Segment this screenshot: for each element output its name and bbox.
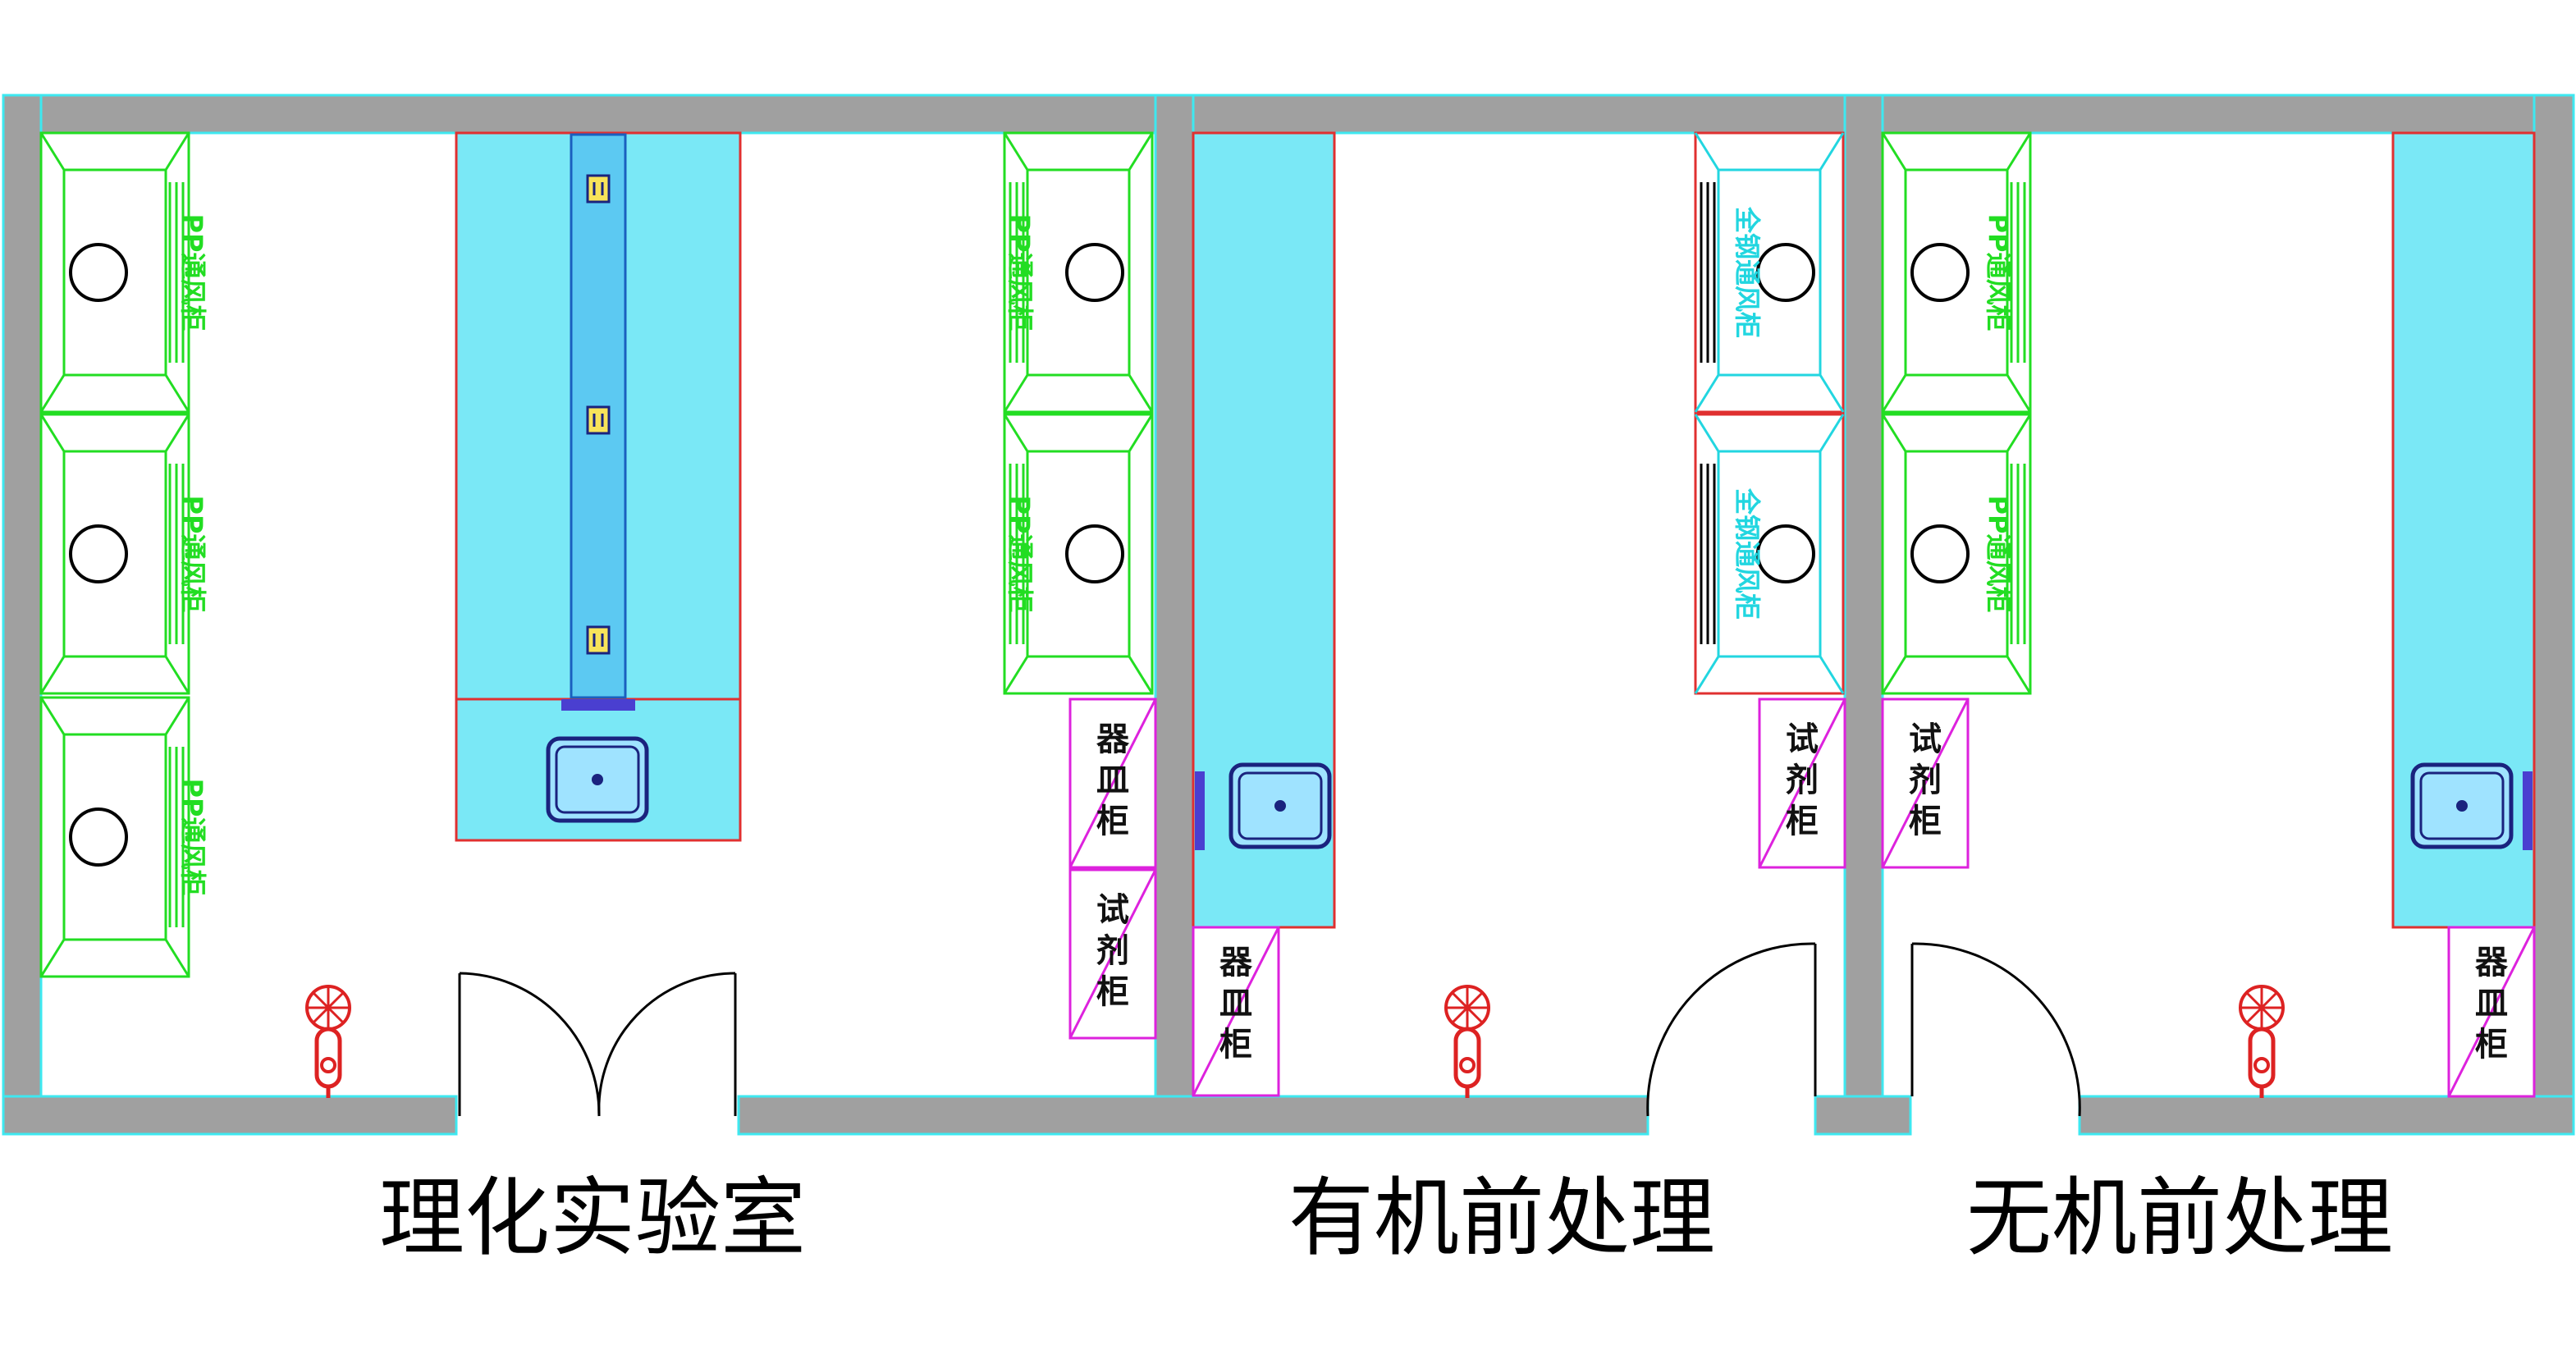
cabinet-char: 皿 <box>1096 762 1129 799</box>
faucet-rail <box>1195 771 1205 850</box>
cabinet-char: 剂 <box>1786 762 1819 799</box>
fume-hood-icon[interactable]: PP通风柜 <box>1881 131 2032 414</box>
wall-bottom-4 <box>2078 1095 2575 1136</box>
room-2-equipment: 器 皿 柜 全钢通风柜 全钢通风柜 试 剂 柜 <box>1192 131 1846 1117</box>
reagent-cabinet[interactable]: 试 剂 柜 <box>1068 868 1157 1040</box>
sink-icon[interactable] <box>1231 765 1329 847</box>
cabinet-char: 柜 <box>1909 803 1942 840</box>
wall-bottom-2 <box>737 1095 1649 1136</box>
wall-bottom-1 <box>2 1095 458 1136</box>
cabinet-char: 剂 <box>1096 932 1129 970</box>
fume-hood-icon[interactable]: PP通风柜 <box>1003 413 1154 695</box>
cabinet-char: 皿 <box>1219 985 1252 1022</box>
wall-top <box>2 94 2575 135</box>
outlet-icon <box>586 174 611 204</box>
wall-divider-2 <box>1843 94 1884 1098</box>
walls <box>2 94 2575 1136</box>
fume-hood-icon[interactable]: 全钢通风柜 <box>1694 131 1845 414</box>
fume-hood-icon[interactable]: PP通风柜 <box>39 696 208 978</box>
eyewash-icon[interactable] <box>2240 986 2283 1098</box>
door-swing-icon[interactable] <box>1910 942 2081 1117</box>
sink-icon[interactable] <box>2413 765 2511 847</box>
door-swing-icon[interactable] <box>458 972 737 1117</box>
central-bench[interactable] <box>455 131 742 842</box>
cabinet-char: 柜 <box>1786 803 1819 840</box>
cabinet-char: 试 <box>1909 721 1942 758</box>
cabinet-char: 器 <box>2475 944 2509 981</box>
sink-icon[interactable] <box>548 739 647 821</box>
hood-label: PP通风柜 <box>1983 496 2014 613</box>
cabinet-char: 柜 <box>2475 1026 2508 1064</box>
wall-bottom-3 <box>1814 1095 1912 1136</box>
room-title: 无机前处理 <box>1966 1168 2393 1268</box>
fume-hood-icon[interactable]: PP通风柜 <box>1003 131 1154 414</box>
cabinet-char: 柜 <box>1219 1026 1252 1064</box>
cabinet-char: 器 <box>1096 721 1130 758</box>
eyewash-icon[interactable] <box>1446 986 1489 1098</box>
wall-divider-1 <box>1154 94 1195 1098</box>
faucet-rail <box>561 699 635 711</box>
outlet-icon <box>586 405 611 435</box>
side-bench[interactable] <box>2391 131 2536 929</box>
fume-hood-icon[interactable]: PP通风柜 <box>1881 413 2032 695</box>
hood-label: PP通风柜 <box>1004 214 1036 332</box>
room-title: 理化实验室 <box>379 1168 806 1268</box>
outlet-icon <box>586 625 611 655</box>
hood-label: 全钢通风柜 <box>1732 487 1763 620</box>
faucet-rail <box>2523 771 2533 850</box>
reagent-cabinet[interactable]: 试 剂 柜 <box>1758 698 1846 869</box>
cabinet-char: 试 <box>1786 721 1819 758</box>
room-3-equipment: PP通风柜 PP通风柜 试 剂 柜 器 皿 柜 <box>1881 131 2536 1117</box>
reagent-cabinet[interactable]: 试 剂 柜 <box>1881 698 1970 869</box>
side-bench[interactable] <box>1192 131 1336 929</box>
hood-label: PP通风柜 <box>1983 214 2014 332</box>
fume-hood-icon[interactable]: PP通风柜 <box>39 131 208 414</box>
cabinet-char: 试 <box>1096 891 1129 929</box>
wall-right <box>2533 94 2575 1136</box>
fume-hood-icon[interactable]: PP通风柜 <box>39 413 208 695</box>
ware-cabinet[interactable]: 器 皿 柜 <box>2447 926 2536 1098</box>
wall-left <box>2 94 43 1136</box>
hood-label: PP通风柜 <box>177 496 208 613</box>
cabinet-char: 柜 <box>1096 803 1129 840</box>
cabinet-char: 剂 <box>1909 762 1942 799</box>
hood-label: PP通风柜 <box>177 779 208 896</box>
eyewash-icon[interactable] <box>307 986 350 1098</box>
hood-label: 全钢通风柜 <box>1732 206 1763 338</box>
room-1-equipment: PP通风柜 PP通风柜 PP通风柜 PP通风柜 PP通风柜 <box>39 131 1157 1117</box>
ware-cabinet[interactable]: 器 皿 柜 <box>1192 926 1280 1097</box>
cabinet-char: 皿 <box>2475 985 2508 1022</box>
hood-label: PP通风柜 <box>177 214 208 332</box>
ware-cabinet[interactable]: 器 皿 柜 <box>1068 698 1157 869</box>
hood-label: PP通风柜 <box>1004 496 1036 613</box>
room-title: 有机前处理 <box>1288 1168 1715 1268</box>
fume-hood-icon[interactable]: 全钢通风柜 <box>1694 413 1845 695</box>
cabinet-char: 器 <box>1219 944 1253 981</box>
cabinet-char: 柜 <box>1096 973 1129 1011</box>
door-swing-icon[interactable] <box>1646 942 1817 1117</box>
